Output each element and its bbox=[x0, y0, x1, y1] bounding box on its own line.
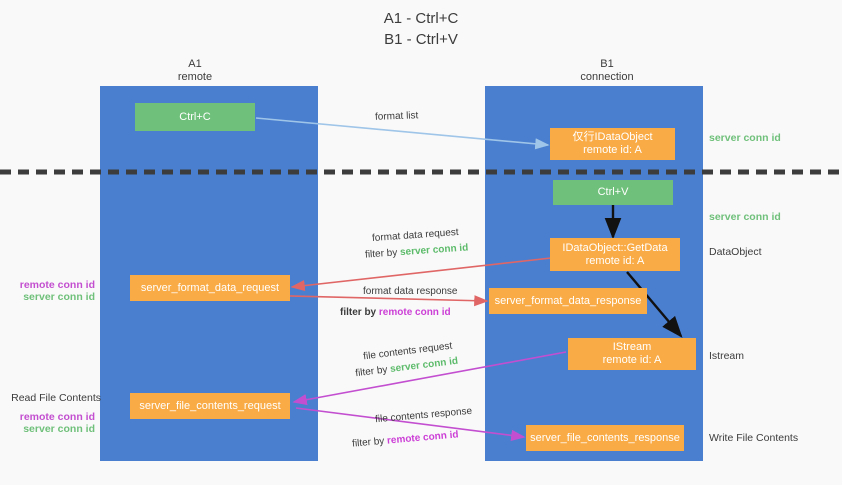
annotation-server-conn-id-2: server conn id bbox=[709, 211, 781, 223]
node-server-file-contents-response[interactable]: server_file_contents_response bbox=[526, 425, 684, 451]
annotation-server-conn-id-4: server conn id bbox=[23, 423, 95, 435]
node-server-format-data-response-label: server_format_data_response bbox=[494, 294, 642, 307]
edge-label-format-data-response-filter: filter by remote conn id bbox=[340, 306, 451, 319]
edge-label-file-contents-response: file contents response bbox=[374, 405, 473, 426]
edge-label-format-data-response: format data response bbox=[363, 286, 458, 297]
annotation-server-conn-id-1: server conn id bbox=[709, 132, 781, 144]
edge-label-format-list: format list bbox=[374, 110, 419, 123]
annotation-remote-conn-id-2: remote conn id bbox=[19, 411, 95, 423]
node-getdata-line2: remote id: A bbox=[585, 254, 645, 267]
node-ctrl-c-label: Ctrl+C bbox=[179, 110, 211, 123]
node-ctrl-v-label: Ctrl+V bbox=[597, 186, 629, 198]
title-line-1: A1 - Ctrl+C bbox=[383, 10, 459, 27]
node-istream-line2: remote id: A bbox=[602, 354, 662, 366]
node-server-format-data-response[interactable]: server_format_data_response bbox=[489, 288, 647, 314]
lane-b1-name: B1 bbox=[600, 58, 614, 70]
node-server-file-contents-request[interactable]: server_file_contents_request bbox=[130, 393, 290, 419]
filter-key-server-conn-id-1: server conn id bbox=[399, 242, 469, 259]
node-server-format-data-request[interactable]: server_format_data_request bbox=[130, 275, 290, 301]
node-idataobject-line2: remote id: A bbox=[583, 144, 642, 156]
node-istream[interactable]: IStream remote id: A bbox=[568, 338, 696, 370]
node-istream-line1: IStream bbox=[612, 341, 652, 353]
annotation-server-conn-id-3: server conn id bbox=[23, 291, 95, 303]
lane-b1-sub: connection bbox=[580, 71, 634, 83]
annotation-write-file-contents: Write File Contents bbox=[709, 432, 799, 444]
lane-header-b1: B1 connection bbox=[532, 58, 682, 84]
node-getdata-line1: IDataObject::GetData bbox=[562, 241, 668, 254]
annotation-read-file-contents: Read File Contents bbox=[11, 392, 101, 404]
node-ctrl-v[interactable]: Ctrl+V bbox=[553, 180, 673, 205]
filter-prefix-4: filter by bbox=[351, 435, 388, 450]
edge-label-file-contents-response-filter: filter by remote conn id bbox=[352, 428, 459, 450]
node-server-file-contents-request-label: server_file_contents_request bbox=[139, 399, 281, 412]
node-server-format-data-request-label: server_format_data_request bbox=[140, 281, 280, 294]
filter-prefix-2: filter by bbox=[340, 307, 379, 318]
page-title: A1 - Ctrl+C B1 - Ctrl+V bbox=[0, 8, 842, 50]
annotation-remote-conn-id-1: remote conn id bbox=[19, 279, 95, 291]
node-ctrl-c[interactable]: Ctrl+C bbox=[135, 103, 255, 131]
lane-header-a1: A1 remote bbox=[120, 58, 270, 84]
node-idataobject[interactable]: 仅行IDataObject remote id: A bbox=[550, 128, 675, 160]
node-idataobject-line1: 仅行IDataObject bbox=[572, 131, 653, 143]
filter-prefix-1: filter by bbox=[364, 247, 401, 261]
annotation-dataobject: DataObject bbox=[709, 246, 762, 258]
filter-prefix-3: filter by bbox=[354, 364, 391, 380]
lane-a1-sub: remote bbox=[177, 71, 213, 83]
filter-key-remote-conn-id-1: remote conn id bbox=[378, 307, 451, 318]
node-idataobject-getdata[interactable]: IDataObject::GetData remote id: A bbox=[550, 238, 680, 271]
lane-a1-name: A1 bbox=[188, 58, 202, 70]
title-line-2: B1 - Ctrl+V bbox=[384, 31, 458, 48]
node-server-file-contents-response-label: server_file_contents_response bbox=[530, 431, 680, 444]
filter-key-remote-conn-id-2: remote conn id bbox=[386, 429, 459, 447]
annotation-istream: Istream bbox=[709, 350, 745, 362]
